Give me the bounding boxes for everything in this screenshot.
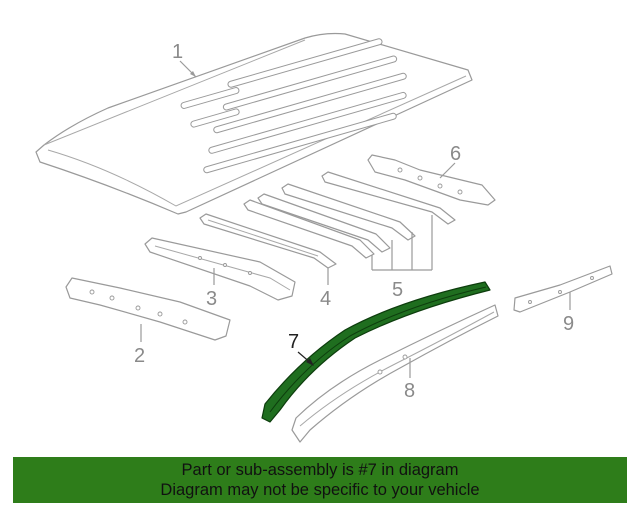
- roof-ribs: [180, 38, 407, 174]
- banner-line-2: Diagram may not be specific to your vehi…: [160, 481, 480, 499]
- rear-rail-part-9[interactable]: [513, 265, 613, 313]
- roof-panel-part-1[interactable]: [35, 32, 473, 215]
- parts-diagram: 1 6 5 4 3 2: [35, 32, 613, 443]
- roof-bows-part-5[interactable]: [243, 171, 456, 259]
- leader-6: [439, 162, 456, 179]
- side-rail-outer-part-8[interactable]: [291, 304, 499, 443]
- banner-line-1: Part or sub-assembly is #7 in diagram: [181, 461, 459, 479]
- callout-8: 8: [404, 380, 415, 402]
- callout-4: 4: [320, 288, 331, 310]
- info-banner: Part or sub-assembly is #7 in diagram Di…: [13, 457, 627, 503]
- callout-5: 5: [392, 279, 403, 301]
- leader-7-arrow: [306, 358, 314, 366]
- front-header-part-3[interactable]: [144, 237, 296, 301]
- rear-header-part-6[interactable]: [367, 154, 496, 206]
- callout-2: 2: [134, 345, 145, 367]
- side-rail-inner-part-7[interactable]: [261, 281, 491, 423]
- leader-5: [371, 215, 433, 271]
- callout-9: 9: [563, 313, 574, 335]
- callout-7: 7: [288, 331, 299, 353]
- roof-bow-part-4[interactable]: [199, 213, 337, 269]
- windshield-header-part-2[interactable]: [65, 277, 231, 341]
- callout-3: 3: [206, 288, 217, 310]
- callout-1: 1: [172, 41, 183, 63]
- leader-1-arrow: [190, 71, 196, 77]
- callout-6: 6: [450, 143, 461, 165]
